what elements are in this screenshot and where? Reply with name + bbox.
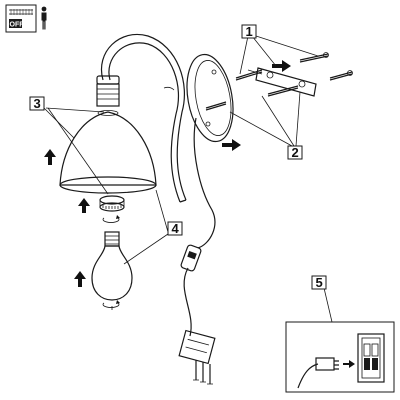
inline-switch xyxy=(180,244,202,272)
inset-plug xyxy=(297,357,339,389)
off-label: OFF xyxy=(10,22,25,29)
person-icon xyxy=(41,6,47,30)
arrow-icon xyxy=(343,360,355,368)
label-bracket-screws: 2 xyxy=(287,145,303,160)
inset-plug-socket xyxy=(285,321,395,393)
arrow-icon xyxy=(44,149,56,165)
retaining-ring xyxy=(99,195,125,212)
label-bulb: 4 xyxy=(167,221,183,236)
label-plug-in: 5 xyxy=(311,275,327,290)
arrow-icon xyxy=(78,198,90,213)
label-shade: 3 xyxy=(29,96,45,111)
light-bulb xyxy=(91,231,133,301)
wall-socket xyxy=(357,333,385,383)
lamp-socket xyxy=(96,75,120,107)
lamp-arm xyxy=(100,33,187,203)
plug xyxy=(178,329,216,385)
power-cable xyxy=(183,117,216,337)
arrow-icon xyxy=(74,271,86,287)
label-screws: 1 xyxy=(241,24,257,39)
svg-text:5: 5 xyxy=(316,275,323,290)
svg-text:1: 1 xyxy=(246,24,253,39)
switch-off-icon: OFF xyxy=(5,4,37,33)
svg-text:4: 4 xyxy=(172,221,180,236)
svg-text:3: 3 xyxy=(34,96,41,111)
rotate-icon xyxy=(102,215,120,223)
rotate-icon xyxy=(102,300,120,308)
arrow-icon xyxy=(222,139,241,151)
leader-lines xyxy=(43,35,333,323)
svg-text:2: 2 xyxy=(292,145,299,160)
screws xyxy=(205,52,353,111)
wall-plate xyxy=(186,53,234,143)
arrow-icon xyxy=(272,60,291,72)
lamp-shade xyxy=(59,110,157,194)
